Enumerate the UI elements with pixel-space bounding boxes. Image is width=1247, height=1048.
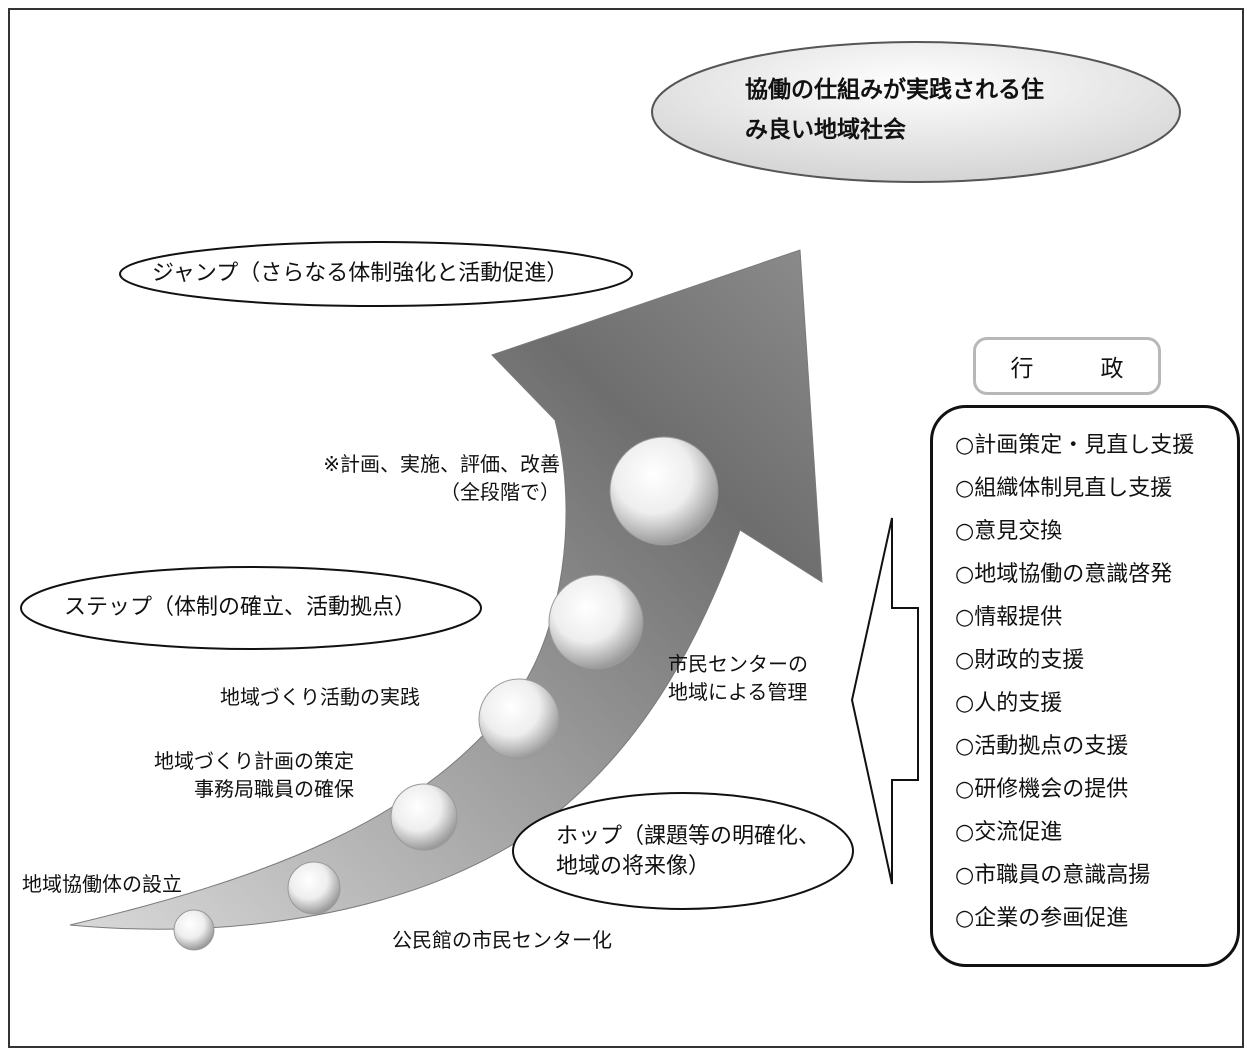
admin-item: ○組織体制見直し支援 [955,476,1173,501]
admin-item: ○交流促進 [955,820,1063,845]
hop-label: ホップ（課題等の明確化、 地域の将来像） [556,824,821,879]
cycle-note: ※計画、実施、評価、改善 （全段階で） [323,452,560,504]
step-ellipse [20,566,482,650]
progress-arrow [69,249,823,930]
center-note: 市民センターの 地域による管理 [668,652,808,704]
admin-item: ○市職員の意識高揚 [955,863,1151,888]
admin-item: ○企業の参画促進 [955,906,1129,931]
establish-note: 地域協働体の設立 [22,872,182,896]
plan-note: 地域づくり計画の策定 事務局職員の確保 [154,749,354,801]
practice-note: 地域づくり活動の実践 [220,685,420,709]
admin-item: ○活動拠点の支援 [955,734,1129,759]
milestone-ball [390,783,458,851]
admin-item: ○意見交換 [955,519,1063,544]
admin-item: ○人的支援 [955,691,1063,716]
admin-item: ○計画策定・見直し支援 [955,433,1195,458]
support-chevron [850,517,919,885]
admin-support-list: ○計画策定・見直し支援 ○組織体制見直し支援 ○意見交換 ○地域協働の意識啓発 … [955,424,1237,940]
admin-support-box: ○計画策定・見直し支援 ○組織体制見直し支援 ○意見交換 ○地域協働の意識啓発 … [930,405,1240,967]
step-label: ステップ（体制の確立、活動拠点） [64,595,417,620]
hop-ellipse [512,792,854,910]
jump-ellipse [119,241,633,307]
milestone-ball [548,574,644,670]
milestone-ball [173,909,215,951]
conversion-note: 公民館の市民センター化 [392,928,612,952]
milestone-ball [478,678,560,760]
admin-item: ○財政的支援 [955,648,1085,673]
milestone-ball [609,436,719,546]
admin-item: ○研修機会の提供 [955,777,1129,802]
admin-item: ○情報提供 [955,605,1063,630]
admin-item: ○地域協働の意識啓発 [955,562,1173,587]
jump-label: ジャンプ（さらなる体制強化と活動促進） [152,261,569,286]
goal-ellipse [651,41,1181,183]
milestone-ball [287,861,341,915]
admin-title: 行 政 [973,337,1161,395]
goal-text: 協働の仕組みが実践される住 み良い地域社会 [745,77,1044,143]
